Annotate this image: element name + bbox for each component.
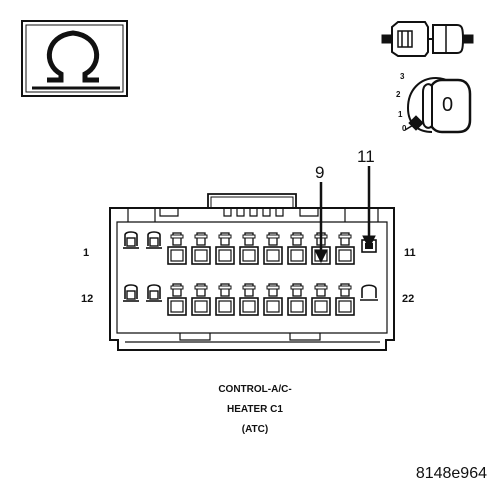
callout-pin-11: 11 xyxy=(357,147,375,166)
pin-label-11: 11 xyxy=(404,247,416,259)
callout-pin-9: 9 xyxy=(315,163,325,182)
ignition-position-0: 0 xyxy=(402,124,407,133)
cavity-pin-14 xyxy=(167,283,187,316)
cavity-pin-15 xyxy=(191,283,211,316)
pin-label-1: 1 xyxy=(83,247,90,259)
cavity-pin-10 xyxy=(335,232,355,265)
terminal-cavities xyxy=(123,231,378,316)
cavity-pin-22 xyxy=(360,284,378,301)
cavity-pin-4 xyxy=(191,232,211,265)
connector-name-line3: (ATC) xyxy=(241,424,269,435)
cavity-pin-1 xyxy=(123,231,139,249)
cavity-pin-2 xyxy=(146,231,162,249)
cavity-pin-5 xyxy=(215,232,235,265)
ignition-key-label: 0 xyxy=(442,94,454,116)
cavity-pin-8 xyxy=(287,232,307,265)
cavity-pin-19 xyxy=(287,283,307,316)
ignition-position-2: 2 xyxy=(396,90,401,99)
cavity-pin-7 xyxy=(263,232,283,265)
cavity-pin-20 xyxy=(311,283,331,316)
pin-label-12: 12 xyxy=(81,293,94,305)
ohmmeter-icon xyxy=(21,20,128,97)
cavity-pin-16 xyxy=(215,283,235,316)
connector-name-line2: HEATER C1 xyxy=(227,404,283,415)
cavity-pin-12 xyxy=(123,284,139,302)
cavity-pin-21 xyxy=(335,283,355,316)
figure-id: 8148e964 xyxy=(415,465,487,482)
ignition-position-3: 3 xyxy=(400,72,405,81)
cavity-pin-17 xyxy=(239,283,259,316)
pin-label-22: 22 xyxy=(402,293,415,305)
callout-arrows xyxy=(314,166,376,264)
cavity-pin-3 xyxy=(167,232,187,265)
cavity-pin-13 xyxy=(146,284,162,302)
connector-plug-icon xyxy=(381,21,474,57)
cavity-pin-6 xyxy=(239,232,259,265)
connector-name-line1: CONTROL-A/C- xyxy=(218,384,292,395)
cavity-pin-18 xyxy=(263,283,283,316)
ignition-key-icon xyxy=(404,76,472,134)
connector-body xyxy=(109,193,395,351)
ignition-position-1: 1 xyxy=(398,110,403,119)
